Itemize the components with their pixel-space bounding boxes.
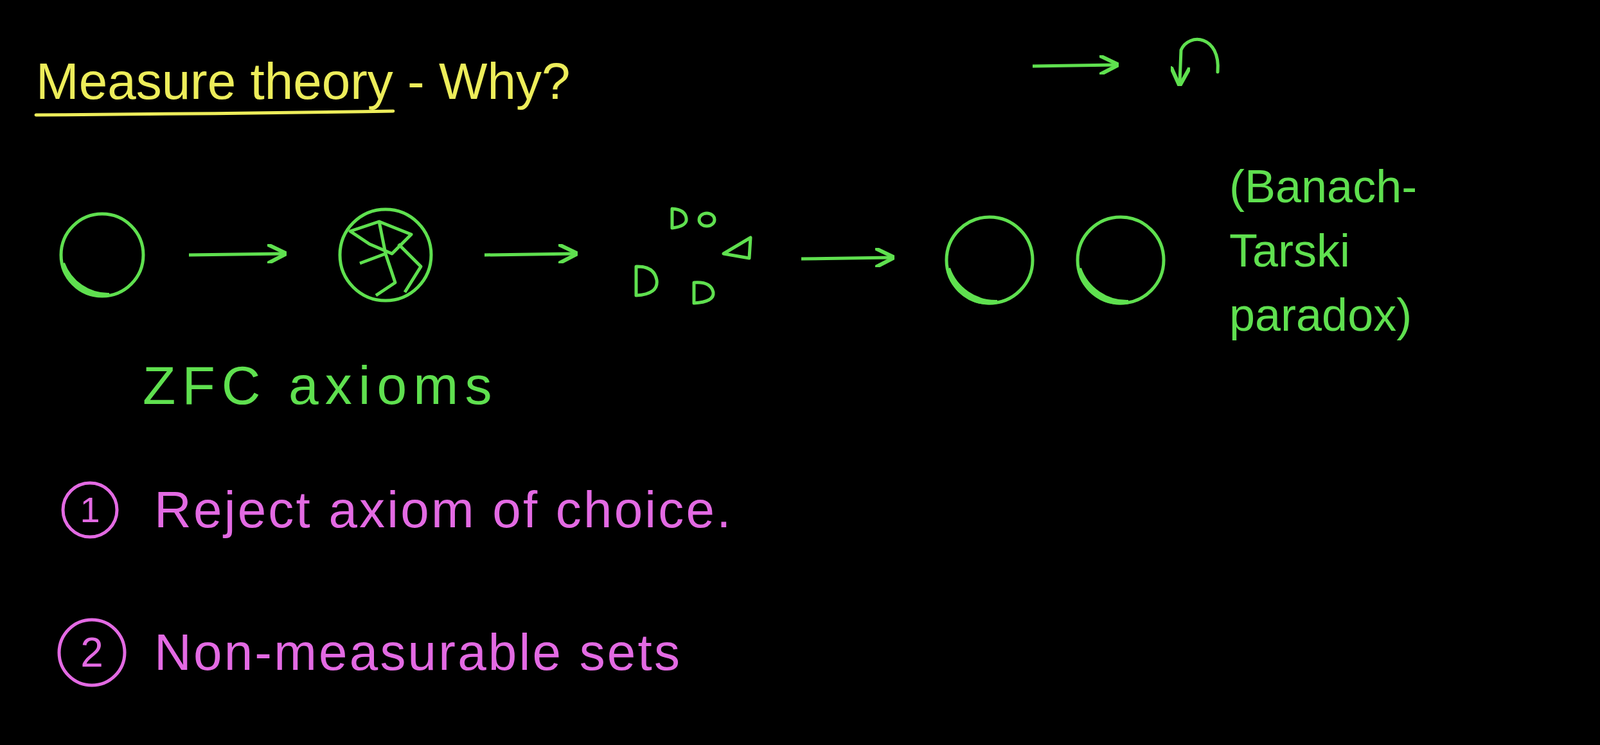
callout-number: 1	[79, 492, 100, 529]
arrow	[801, 257, 891, 259]
number-circle: 1	[61, 481, 119, 540]
arrow	[188, 253, 283, 256]
arrow	[484, 253, 574, 256]
cut-ball	[339, 209, 432, 301]
option-text: Reject axiom of choice.	[154, 479, 734, 542]
curved-arrow	[1179, 39, 1218, 83]
axioms-note: ZFC axioms	[142, 353, 499, 419]
arrow	[1032, 64, 1115, 67]
title-underline	[35, 111, 394, 116]
ball	[946, 217, 1033, 304]
ball	[61, 213, 144, 297]
number-circle: 2	[57, 618, 127, 688]
pieces	[636, 208, 751, 304]
option-text: Non-measurable sets	[154, 622, 682, 684]
paradox-note: (Banach-Tarski paradox)	[1229, 154, 1506, 347]
title: Measure theory - Why?	[35, 52, 570, 112]
ball	[1077, 217, 1164, 304]
callout-number: 2	[80, 632, 104, 674]
